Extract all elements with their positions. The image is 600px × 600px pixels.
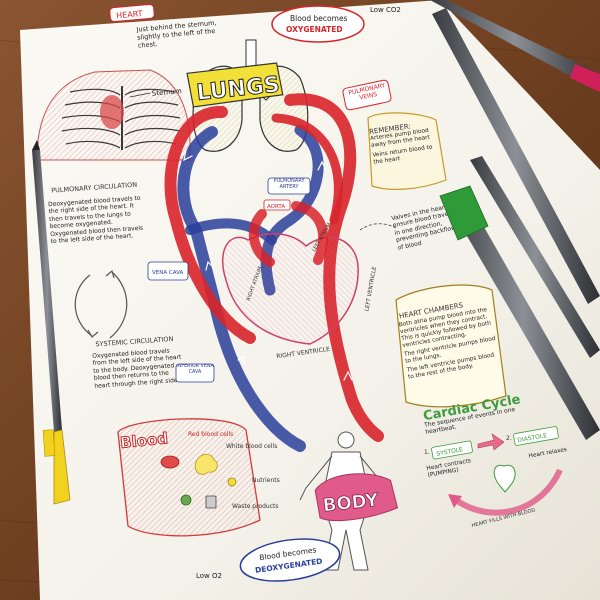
systemic-circulation-text: Oxygenated blood travels from the left s… [92, 347, 182, 390]
blood-section-box [117, 418, 261, 537]
diastole-tag [513, 426, 559, 446]
lungs-title-box [186, 62, 284, 108]
right-grey-pen-1 [432, 8, 600, 304]
heart-tag-label: HEART [116, 9, 143, 20]
cardiac-step-1: 1. [424, 449, 430, 456]
pulmonary-artery-tag [267, 177, 311, 195]
systole-label: SYSTOLE [436, 446, 464, 458]
aorta-label: AORTA [267, 204, 285, 210]
systole-tag [431, 440, 473, 460]
waste-bin-icon [205, 495, 217, 509]
heart-tag-box [109, 3, 155, 23]
oxygenated-bubble [271, 5, 365, 43]
circulation-cycle-arrows [74, 269, 128, 339]
cardiac-step-2: 2. [506, 435, 512, 442]
pulmonary-artery-label: PULMONARY ARTERY [273, 178, 305, 190]
aorta-tag [263, 199, 291, 211]
heart-in-chest-icon [100, 95, 124, 129]
deoxygenated-bubble [239, 538, 341, 582]
chest-sketch [37, 69, 191, 161]
body-title-box [314, 473, 399, 522]
green-pen [439, 185, 600, 440]
cycle-arrow-icon [477, 433, 505, 451]
nutrients-icon [227, 477, 237, 487]
vena-cava-tag [147, 261, 189, 281]
low-o2-label: Low O2 [196, 572, 222, 580]
heart-fills-arrowhead-icon [448, 494, 462, 508]
nutrients-label: Nutrients [252, 477, 280, 484]
right-grey-pen-2 [470, 156, 600, 358]
oxygenated-bubble-line2: OXYGENATED [286, 25, 343, 34]
pulmonary-veins-tag [342, 79, 392, 111]
pulmonary-circulation-text: Deoxygenated blood travels to the right … [47, 194, 144, 246]
white-blood-cells-label: White blood cells [226, 443, 277, 450]
remember-box [367, 112, 447, 190]
nutrient-tree-icon [180, 494, 192, 506]
inferior-vena-cava-tag [175, 363, 215, 383]
white-blood-cell-icon [194, 453, 218, 475]
blood-title: Blood [119, 429, 169, 452]
sternum-label: Sternum [152, 87, 183, 98]
heart-fills-arrow [454, 468, 563, 516]
heart-outline-icon [493, 464, 516, 493]
top-right-pen [430, 0, 600, 92]
circulation-diagram [164, 93, 384, 452]
body-title: BODY [322, 490, 381, 517]
heart-chambers-box [395, 284, 507, 408]
waste-products-label: Waste products [232, 503, 279, 510]
red-blood-cell-icon [160, 455, 180, 469]
yellow-pen [32, 140, 71, 505]
vena-cava-label: VENA CAVA [152, 270, 184, 276]
inferior-vena-cava-label: INFERIOR VENA CAVA [176, 364, 214, 375]
low-co2-label: Low CO2 [370, 6, 401, 14]
red-blood-cells-label: Red blood cells [188, 431, 233, 438]
oxygenated-bubble-line1: Blood becomes [290, 14, 348, 23]
